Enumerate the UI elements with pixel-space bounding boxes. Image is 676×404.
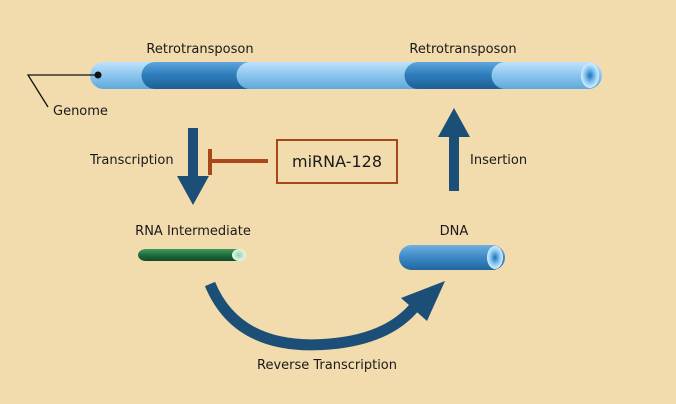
rna-strand <box>138 249 246 261</box>
mirna-label: miRNA-128 <box>292 152 382 171</box>
transcription-arrow <box>177 128 209 205</box>
retrotransposon-segment-right <box>404 62 505 89</box>
retrotransposon-label-left: Retrotransposon <box>146 42 253 57</box>
reverse-transcription-arrow <box>204 281 445 351</box>
dna-label: DNA <box>440 224 469 239</box>
dna-strand <box>399 245 505 270</box>
genome-tube-end-cap <box>581 63 599 88</box>
inhibition-arrow <box>208 149 268 175</box>
genome-pointer-line <box>26 74 98 108</box>
genome-label: Genome <box>53 104 108 119</box>
retrotransposon-label-right: Retrotransposon <box>409 42 516 57</box>
retrotransposon-segment-left <box>141 62 250 89</box>
insertion-arrow <box>438 108 470 191</box>
genome-strand <box>26 62 602 108</box>
mirna-box <box>276 139 398 184</box>
reverse-transcription-label: Reverse Transcription <box>257 358 397 373</box>
transcription-label: Transcription <box>89 153 174 168</box>
insertion-label: Insertion <box>470 153 527 168</box>
rna-intermediate-label: RNA Intermediate <box>135 224 251 239</box>
